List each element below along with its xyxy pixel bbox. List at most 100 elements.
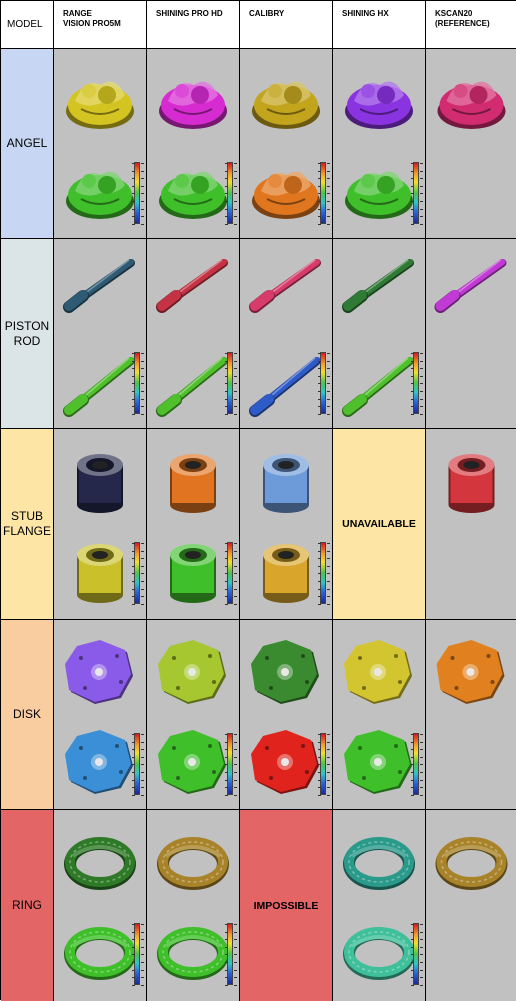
header-model: MODEL	[1, 1, 54, 49]
row-label-text: ROD	[13, 333, 41, 348]
scan-cell	[147, 49, 240, 239]
row-label-disk: DISK	[1, 620, 54, 810]
scan-cell	[426, 239, 516, 429]
color-scale-bar	[411, 733, 423, 796]
flange-model-scan	[448, 454, 495, 513]
angel-model-deviation-map	[159, 171, 227, 219]
scan-cell	[240, 239, 333, 429]
disk-model-deviation-map	[158, 730, 226, 794]
color-scale-bar	[318, 733, 330, 796]
angel-model-scan	[437, 81, 506, 129]
color-scale-bar	[132, 923, 144, 986]
angel-model-scan	[252, 81, 320, 129]
color-scale-bar	[318, 542, 330, 605]
angel-model-deviation-map	[345, 171, 413, 219]
rod-model-deviation-map	[63, 357, 135, 417]
ring-model-scan	[435, 837, 508, 890]
scan-cell	[54, 620, 147, 810]
rod-model-scan	[63, 259, 135, 313]
ring-model-deviation-map	[64, 927, 136, 980]
disk-model-scan	[344, 640, 412, 704]
color-scale-bar	[225, 162, 237, 225]
color-scale-bar	[411, 352, 423, 415]
disk-model-scan	[65, 640, 133, 704]
ring-model-scan	[64, 837, 136, 890]
row-label-text: STUB	[10, 509, 43, 523]
row-label-text: RING	[12, 898, 42, 912]
color-scale-bar	[411, 162, 423, 225]
color-scale-bar	[318, 352, 330, 415]
status-label: UNAVAILABLE	[342, 518, 416, 530]
rod-model-scan	[434, 259, 507, 313]
scan-cell	[54, 810, 147, 1001]
disk-model-scan	[158, 640, 226, 704]
row-label-text: PISTON	[4, 318, 50, 333]
color-scale-bar	[225, 352, 237, 415]
color-scale-bar	[225, 923, 237, 986]
scan-cell	[426, 49, 516, 239]
header-text: SHINING PRO HD	[156, 9, 223, 18]
ring-model-scan	[343, 837, 415, 890]
header-scanner-2: SHINING PRO HD	[147, 1, 240, 49]
header-text: MODEL	[7, 18, 43, 30]
ring-model-deviation-map	[343, 927, 415, 980]
header-text: KSCAN20	[435, 9, 473, 18]
row-label-ring: RING	[1, 810, 54, 1001]
color-scale-bar	[225, 733, 237, 796]
row-label-text: ANGEL	[6, 136, 48, 150]
header-text: VISION PRO5M	[63, 19, 121, 28]
row-label-angel: ANGEL	[1, 49, 54, 239]
header-text: SHINING HX	[342, 9, 389, 18]
color-scale-bar	[132, 352, 144, 415]
scan-cell	[426, 620, 516, 810]
disk-model-scan	[251, 640, 319, 704]
disk-model-deviation-map	[65, 730, 133, 794]
status-cell: IMPOSSIBLE	[240, 810, 333, 1001]
angel-model-scan	[345, 81, 413, 129]
row-label-text: FLANGE	[2, 524, 51, 538]
color-scale-bar	[132, 542, 144, 605]
disk-model-deviation-map	[344, 730, 412, 794]
color-scale-bar	[225, 542, 237, 605]
status-cell: UNAVAILABLE	[333, 429, 426, 620]
flange-model-scan	[170, 454, 216, 513]
rod-model-deviation-map	[156, 357, 228, 417]
angel-model-scan	[66, 81, 134, 129]
angel-model-deviation-map	[66, 171, 134, 219]
color-scale-bar	[318, 162, 330, 225]
scan-cell	[333, 810, 426, 1001]
disk-model-scan	[436, 640, 505, 704]
header-text: RANGE	[63, 9, 92, 18]
flange-model-scan	[263, 454, 309, 513]
scan-cell	[240, 429, 333, 620]
angel-model-scan	[159, 81, 227, 129]
scan-cell	[54, 239, 147, 429]
flange-model-deviation-map	[170, 544, 216, 603]
scan-cell	[147, 239, 240, 429]
scan-cell	[333, 620, 426, 810]
ring-model-deviation-map	[157, 927, 229, 980]
scan-cell	[240, 49, 333, 239]
flange-model-deviation-map	[77, 544, 123, 603]
scan-cell	[147, 429, 240, 620]
scan-cell	[54, 429, 147, 620]
scan-cell	[147, 620, 240, 810]
scan-cell	[240, 620, 333, 810]
flange-model-scan	[77, 454, 123, 513]
header-text: (REFERENCE)	[435, 19, 490, 28]
row-label-text: DISK	[12, 707, 41, 721]
color-scale-bar	[132, 162, 144, 225]
rod-model-deviation-map	[342, 357, 414, 417]
scan-cell	[426, 810, 516, 1001]
scan-cell	[54, 49, 147, 239]
ring-model-scan	[157, 837, 229, 890]
color-scale-bar	[132, 733, 144, 796]
scan-cell	[147, 810, 240, 1001]
header-scanner-5: KSCAN20(REFERENCE)	[426, 1, 516, 49]
scan-cell	[333, 49, 426, 239]
header-text: CALIBRY	[249, 9, 285, 18]
rod-model-scan	[342, 259, 414, 313]
